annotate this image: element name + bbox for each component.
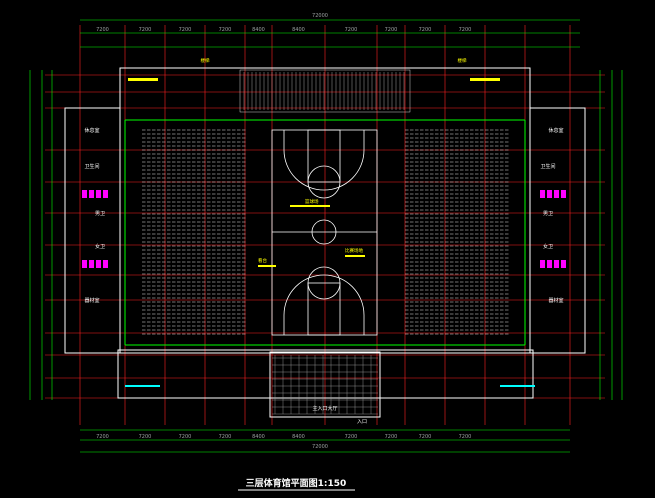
- dimension-segment-top: 8400: [292, 27, 305, 33]
- toilet-fixtures: [82, 190, 566, 268]
- bottom-dimension-segments: 7200 7200 7200 7200 8400 8400 7200 7200 7200 7200: [96, 434, 471, 440]
- room-label-right-mid: 卫生间: [540, 163, 555, 170]
- dimension-segment-top: 7200: [459, 27, 472, 33]
- annotation-markers: [125, 78, 535, 387]
- entrance-note: 入口: [357, 419, 367, 425]
- bottom-label: 主入口大厅: [312, 405, 337, 412]
- entrance-grid: [272, 355, 378, 415]
- dimension-segment-top: 7200: [219, 27, 232, 33]
- dimension-segment-bottom: 8400: [252, 434, 265, 440]
- stair-label-top-left: 楼梯: [201, 57, 210, 64]
- dimension-segment-bottom: 7200: [385, 434, 398, 440]
- room-label-right-toilet-f: 女卫: [543, 243, 553, 250]
- top-total-dimension: 72000: [312, 13, 328, 19]
- dimension-segment-bottom: 8400: [292, 434, 305, 440]
- room-label-left-mid: 卫生间: [84, 163, 99, 170]
- court-note-1: 篮球场: [305, 198, 319, 205]
- dimension-segment-bottom: 7200: [139, 434, 152, 440]
- dimension-segment-top: 7200: [345, 27, 358, 33]
- room-label-left-upper: 休息室: [84, 127, 99, 134]
- court-note-3: 看台: [258, 257, 267, 264]
- dimension-segment-bottom: 7200: [179, 434, 192, 440]
- building-walls: [64, 67, 586, 418]
- dimension-segment-top: 7200: [385, 27, 398, 33]
- court-note-2: 比赛场地: [345, 247, 363, 254]
- dimension-segment-bottom: 7200: [219, 434, 232, 440]
- room-label-left-lower: 器材室: [84, 297, 99, 304]
- drawing-title: 三层体育馆平面图1:150: [246, 477, 347, 489]
- stair-label-top-right: 楼梯: [458, 57, 467, 64]
- dimension-segment-top: 7200: [96, 27, 109, 33]
- dimension-segment-top: 7200: [139, 27, 152, 33]
- room-label-right-upper: 休息室: [548, 127, 563, 134]
- dimension-segment-bottom: 7200: [345, 434, 358, 440]
- room-label-right-lower: 器材室: [548, 297, 563, 304]
- dimension-segment-bottom: 7200: [96, 434, 109, 440]
- dimension-lines: [29, 19, 623, 453]
- seating-stands: [142, 129, 509, 335]
- bottom-total-dimension: 72000: [312, 444, 328, 450]
- top-stair-hatch: [239, 69, 411, 113]
- top-dimension-segments: 7200 7200 7200 7200 8400 8400 7200 7200 7200 7200: [96, 27, 471, 33]
- dimension-segment-bottom: 7200: [419, 434, 432, 440]
- dimension-segment-top: 7200: [419, 27, 432, 33]
- basketball-court: [271, 129, 378, 336]
- dimension-segment-top: 8400: [252, 27, 265, 33]
- dimension-segment-bottom: 7200: [459, 434, 472, 440]
- room-label-left-toilet-m: 男卫: [95, 211, 105, 217]
- room-label-right-toilet-m: 男卫: [543, 211, 553, 217]
- dimension-segment-top: 7200: [179, 27, 192, 33]
- room-label-left-toilet-f: 女卫: [95, 243, 105, 250]
